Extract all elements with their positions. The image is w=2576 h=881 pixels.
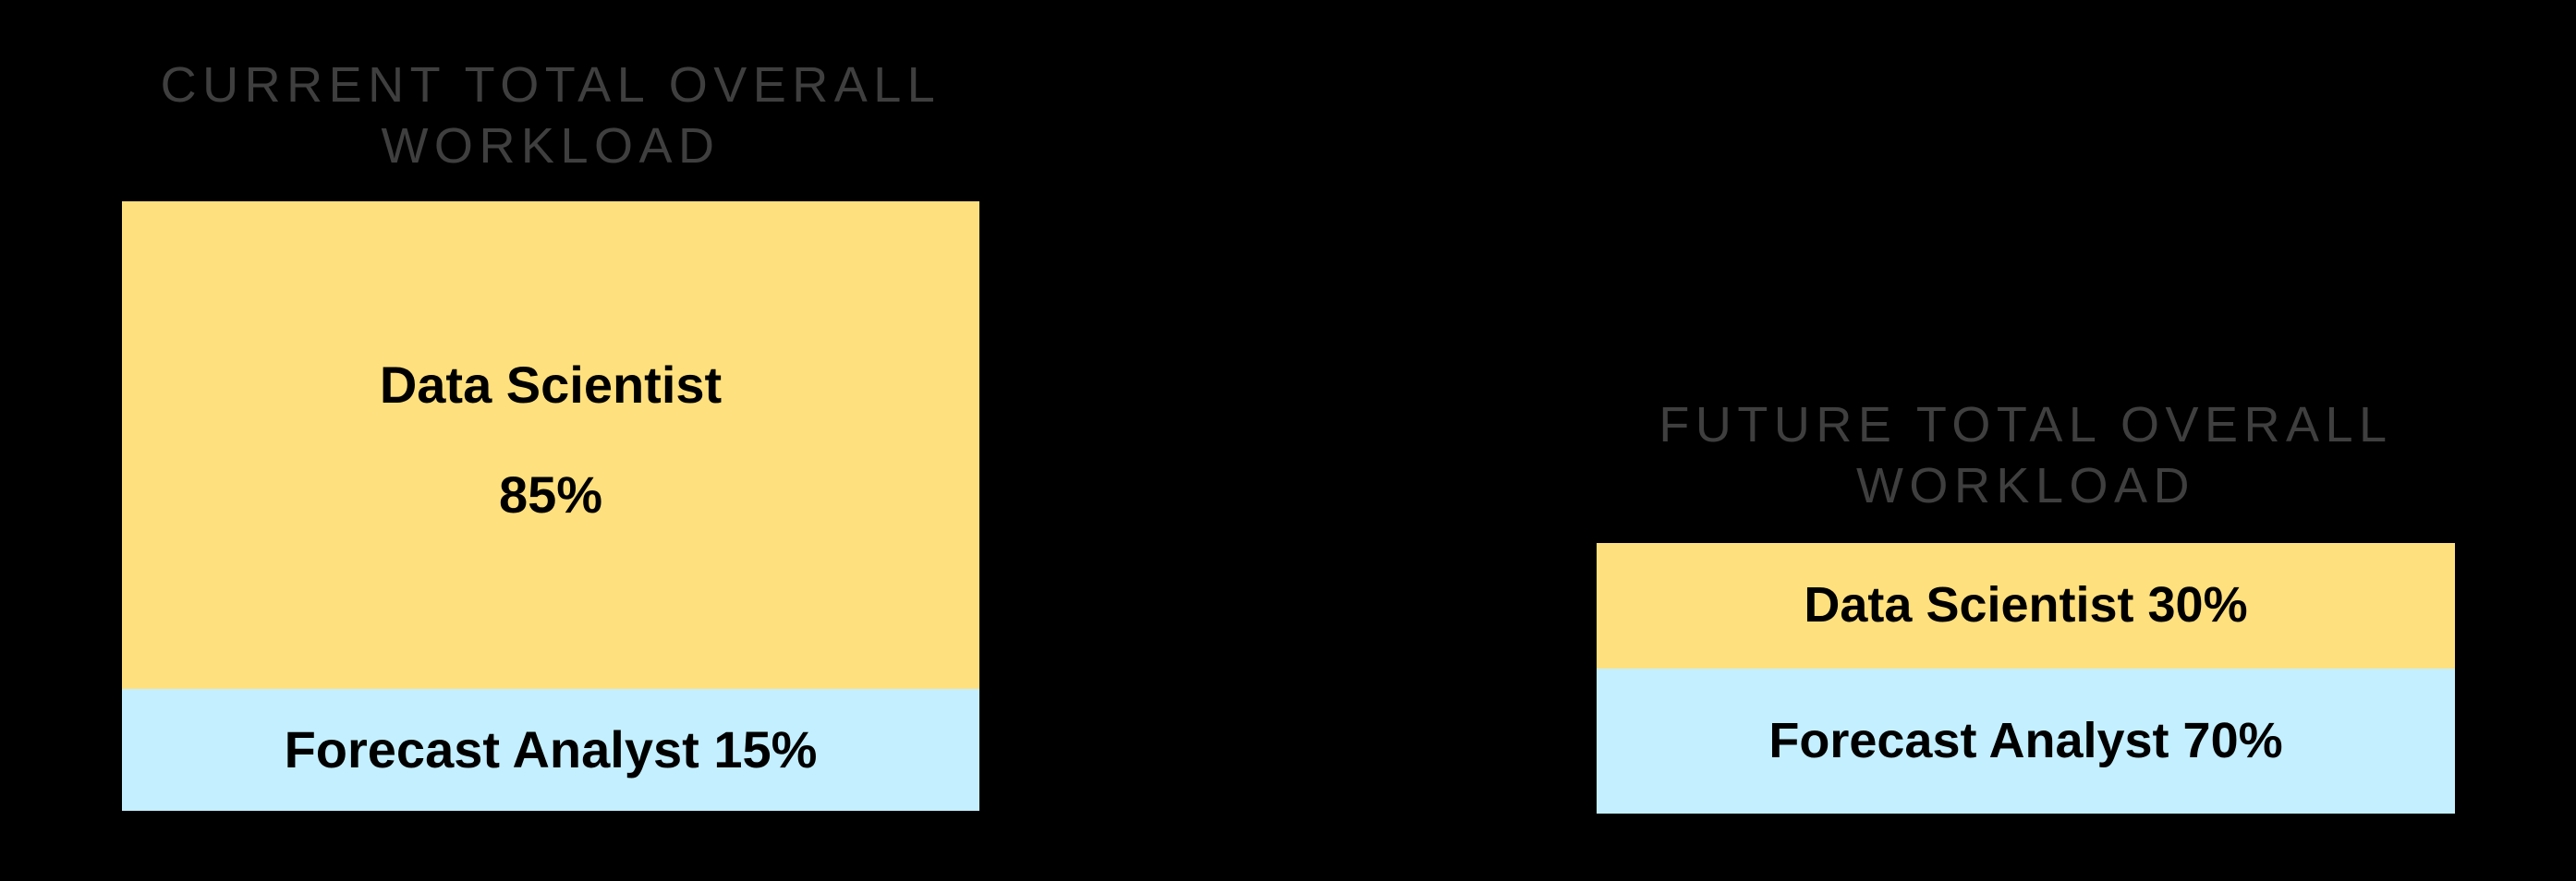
future-stacked-bar: Data Scientist 30% Forecast Analyst 70% — [1597, 542, 2455, 814]
current-data-scientist-label: Data Scientist — [379, 355, 723, 414]
future-forecast-analyst-label: Forecast Analyst 70% — [1768, 712, 2283, 768]
future-chart-title: FUTURE TOTAL OVERALL WORKLOAD — [1659, 397, 2393, 513]
future-segment-data-scientist[interactable]: Data Scientist 30% — [1597, 542, 2455, 669]
future-segment-forecast-analyst[interactable]: Forecast Analyst 70% — [1597, 668, 2455, 814]
current-workload-chart: CURRENT TOTAL OVERALL WORKLOAD Data Scie… — [122, 55, 979, 811]
future-workload-chart: FUTURE TOTAL OVERALL WORKLOAD Data Scien… — [1597, 395, 2455, 814]
future-data-scientist-label: Data Scientist 30% — [1804, 577, 2248, 634]
current-data-scientist-value: 85% — [498, 465, 603, 525]
current-segment-forecast-analyst[interactable]: Forecast Analyst 15% — [122, 688, 979, 811]
current-forecast-analyst-label: Forecast Analyst 15% — [284, 719, 818, 778]
current-stacked-bar: Data Scientist 85% Forecast Analyst 15% — [122, 200, 979, 811]
current-segment-data-scientist[interactable]: Data Scientist 85% — [122, 200, 979, 689]
current-chart-title: CURRENT TOTAL OVERALL WORKLOAD — [160, 57, 942, 174]
